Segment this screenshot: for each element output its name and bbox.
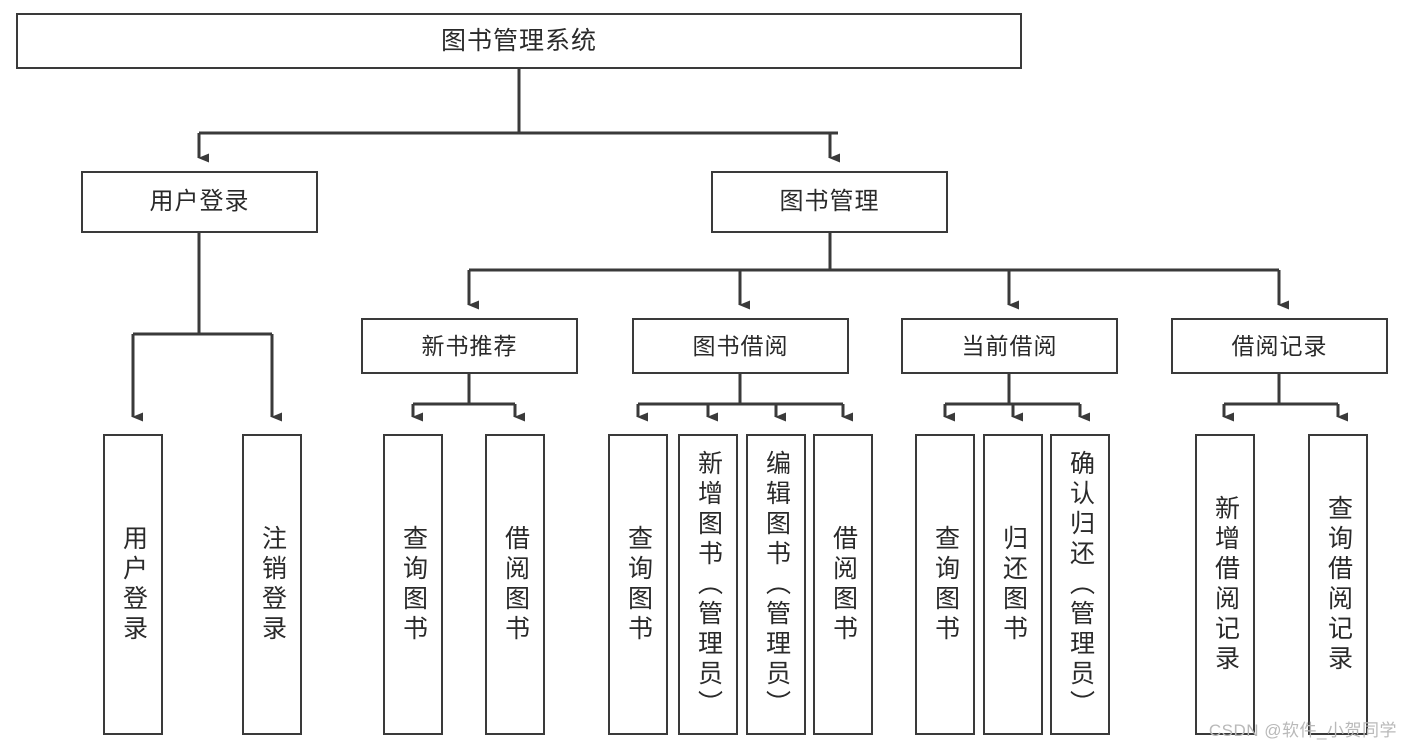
node-label: 用户登录: [149, 188, 250, 216]
leaf-borrow-query-book[interactable]: 查询图书: [608, 434, 668, 735]
node-current-borrow[interactable]: 当前借阅: [901, 318, 1118, 374]
leaf-new-book-borrow[interactable]: 借阅图书: [485, 434, 545, 735]
node-label: 确认归还（管理员）: [1066, 449, 1095, 720]
node-label: 新增借阅记录: [1211, 494, 1240, 675]
node-label: 图书管理系统: [440, 26, 597, 55]
node-label: 用户登录: [119, 524, 148, 645]
node-label: 归还图书: [999, 524, 1028, 645]
node-label: 借阅记录: [1231, 332, 1328, 359]
node-user-login[interactable]: 用户登录: [81, 171, 318, 233]
node-label: 查询图书: [624, 524, 653, 645]
leaf-current-return-book[interactable]: 归还图书: [983, 434, 1043, 735]
node-label: 查询图书: [399, 524, 428, 645]
node-label: 新书推荐: [421, 332, 518, 359]
node-label: 当前借阅: [961, 332, 1058, 359]
leaf-record-add[interactable]: 新增借阅记录: [1195, 434, 1255, 735]
node-label: 查询图书: [931, 524, 960, 645]
node-borrow-record[interactable]: 借阅记录: [1171, 318, 1388, 374]
leaf-current-query-book[interactable]: 查询图书: [915, 434, 975, 735]
node-root-system[interactable]: 图书管理系统: [16, 13, 1022, 69]
node-book-management[interactable]: 图书管理: [711, 171, 948, 233]
leaf-borrow-edit-book[interactable]: 编辑图书（管理员）: [746, 434, 806, 735]
node-label: 借阅图书: [829, 524, 858, 645]
leaf-record-query[interactable]: 查询借阅记录: [1308, 434, 1368, 735]
leaf-user-logout[interactable]: 注销登录: [242, 434, 302, 735]
leaf-borrow-add-book[interactable]: 新增图书（管理员）: [678, 434, 738, 735]
leaf-borrow-borrow-book[interactable]: 借阅图书: [813, 434, 873, 735]
node-label: 借阅图书: [501, 524, 530, 645]
node-label: 新增图书（管理员）: [694, 449, 723, 720]
node-label: 编辑图书（管理员）: [762, 449, 791, 720]
node-book-borrow[interactable]: 图书借阅: [632, 318, 849, 374]
leaf-new-book-query[interactable]: 查询图书: [383, 434, 443, 735]
node-label: 图书借阅: [692, 332, 789, 359]
node-label: 图书管理: [779, 188, 880, 216]
leaf-current-confirm-return[interactable]: 确认归还（管理员）: [1050, 434, 1110, 735]
node-label: 查询借阅记录: [1324, 494, 1353, 675]
node-new-book-recommend[interactable]: 新书推荐: [361, 318, 578, 374]
leaf-user-login[interactable]: 用户登录: [103, 434, 163, 735]
node-label: 注销登录: [258, 524, 287, 645]
